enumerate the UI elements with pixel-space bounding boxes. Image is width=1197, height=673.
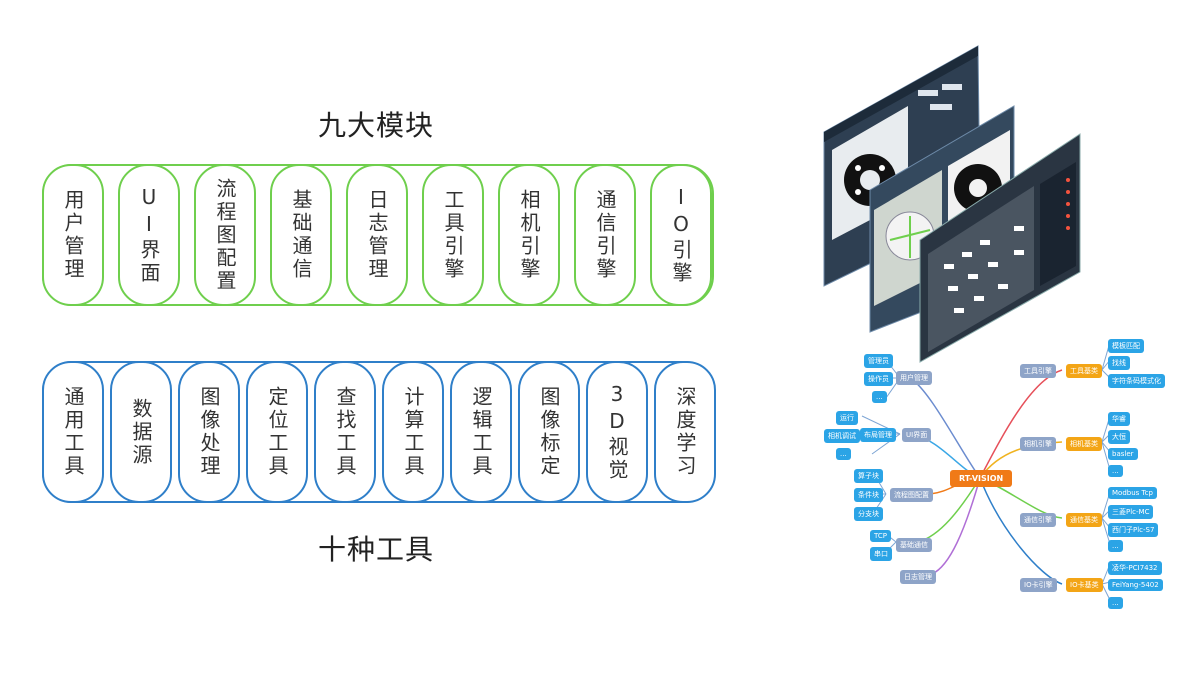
module-pill: 通信引擎 [574,164,636,306]
tool-pill: 图像标定 [518,361,580,503]
mindmap-node-layout: 布局管理 [860,428,896,442]
mindmap-leaf: 字符条码模式化 [1108,374,1165,388]
mindmap-node-ui: UI界面 [902,428,932,442]
mindmap-leaf: 模板匹配 [1108,339,1144,353]
module-label: 日志管理 [365,189,389,281]
module-label: UI界面 [137,185,161,285]
software-screenshots [818,40,1088,370]
tool-pill: 逻辑工具 [450,361,512,503]
module-pill: 相机引擎 [498,164,560,306]
mindmap-node-comm-engine: 通信引擎 [1020,513,1056,527]
mindmap-node-tool-base: 工具基类 [1066,364,1102,378]
mindmap-node-comm: 基础通信 [896,538,932,552]
module-pill: 流程图配置 [194,164,256,306]
module-label: 流程图配置 [213,177,237,293]
mindmap-leaf: 操作员 [864,372,893,386]
mindmap-leaf: TCP [870,530,891,542]
module-label: IO引擎 [669,185,693,285]
tool-pill: 定位工具 [246,361,308,503]
tool-label: 数据源 [129,397,153,467]
tool-label: 图像标定 [537,386,561,478]
tool-label: 查找工具 [333,386,357,478]
mindmap-leaf: ... [1108,540,1123,552]
module-label: 工具引擎 [441,189,465,281]
mindmap-leaf: 运行 [836,411,858,425]
module-pill: UI界面 [118,164,180,306]
mindmap-leaf: 西门子Plc-S7 [1108,523,1159,537]
mindmap-leaf: ... [836,448,851,460]
tool-label: 通用工具 [61,386,85,478]
mindmap-node-user: 用户管理 [896,371,932,385]
mindmap-leaf: 相机调试 [824,429,860,443]
mindmap-leaf: 凌华-PCI7432 [1108,561,1162,575]
mindmap-node-io-base: IO卡基类 [1066,578,1103,592]
tool-label: 深度学习 [673,386,697,478]
module-pill: 工具引擎 [422,164,484,306]
module-pill: 日志管理 [346,164,408,306]
mindmap-node-log: 日志管理 [900,570,936,584]
mindmap-leaf: 大恒 [1108,430,1130,444]
mindmap-node-io-engine: IO卡引擎 [1020,578,1057,592]
tool-pill: 计算工具 [382,361,444,503]
module-label: 用户管理 [61,189,85,281]
mindmap-leaf: FeiYang-5402 [1108,579,1163,591]
mindmap-leaf: 找线 [1108,356,1130,370]
tool-pill: 3D视觉 [586,361,648,503]
tool-pill: 通用工具 [42,361,104,503]
mindmap-node-tool-engine: 工具引擎 [1020,364,1056,378]
module-label: 通信引擎 [593,189,617,281]
tools-title: 十种工具 [318,533,435,566]
mindmap-node-flow: 流程图配置 [890,488,933,502]
tool-label: 计算工具 [401,386,425,478]
mindmap-leaf: 三菱Plc-MC [1108,505,1154,519]
modules-band: 用户管理 UI界面 流程图配置 基础通信 日志管理 工具引擎 相机引擎 通信引擎… [42,164,714,306]
tool-pill: 图像处理 [178,361,240,503]
mindmap-leaf: ... [1108,597,1123,609]
mindmap-leaf: ... [872,391,887,403]
modules-title: 九大模块 [318,109,435,142]
mindmap-node-comm-base: 通信基类 [1066,513,1102,527]
mindmap-leaf: ... [1108,465,1123,477]
tool-label: 3D视觉 [605,382,629,482]
mindmap-leaf: 算子块 [854,469,883,483]
module-label: 基础通信 [289,189,313,281]
tool-label: 定位工具 [265,386,289,478]
mindmap-leaf: 管理员 [864,354,893,368]
module-label: 相机引擎 [517,189,541,281]
mindmap-connectors [861,341,1111,600]
mindmap-leaf: 分支块 [854,507,883,521]
module-pill: 基础通信 [270,164,332,306]
mindmap-leaf: 条件块 [854,488,883,502]
mindmap-leaf: 华睿 [1108,412,1130,426]
tool-pill: 查找工具 [314,361,376,503]
mindmap-node-camera-engine: 相机引擎 [1020,437,1056,451]
mindmap-leaf: Modbus Tcp [1108,487,1157,499]
tool-pill: 深度学习 [654,361,716,503]
tool-label: 图像处理 [197,386,221,478]
module-pill: IO引擎 [650,164,712,306]
tool-label: 逻辑工具 [469,386,493,478]
tool-pill: 数据源 [110,361,172,503]
tools-band: 通用工具 数据源 图像处理 定位工具 查找工具 计算工具 逻辑工具 图像标定 3… [42,361,716,503]
mindmap-node-camera-base: 相机基类 [1066,437,1102,451]
mindmap-leaf: basler [1108,448,1138,460]
screenshot-stack-illustration [823,45,1081,363]
module-pill: 用户管理 [42,164,104,306]
mindmap-center: RT-VISION [950,470,1013,487]
mindmap-leaf: 串口 [870,547,892,561]
